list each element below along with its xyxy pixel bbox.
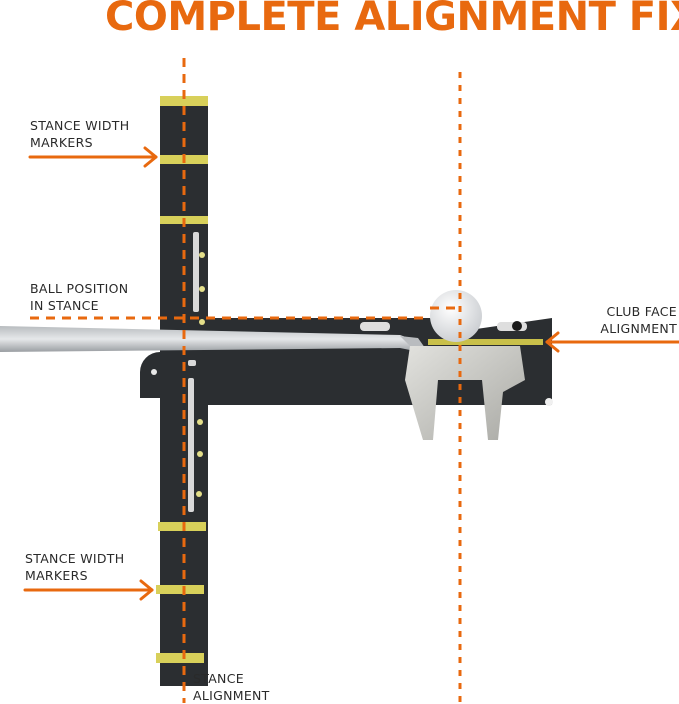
label-line: IN STANCE: [30, 298, 99, 313]
ball-position-label: BALL POSITION IN STANCE: [30, 280, 128, 314]
club-face-marker: [428, 339, 543, 345]
label-line: STANCE: [193, 671, 244, 686]
vertical-alignment-board: [140, 96, 208, 686]
stance-width-markers-label-bottom: STANCE WIDTH MARKERS: [25, 550, 124, 584]
pivot-hole-icon: [151, 369, 157, 375]
label-line: MARKERS: [25, 568, 88, 583]
stance-width-marker: [158, 522, 206, 531]
right-arrow-icon: [28, 146, 158, 168]
left-arrow-icon: [545, 331, 679, 353]
stance-alignment-label: STANCE ALIGNMENT: [193, 670, 270, 704]
label-line: STANCE WIDTH: [30, 118, 130, 133]
guide-lines: [30, 58, 462, 703]
label-line: STANCE WIDTH: [25, 551, 125, 566]
stance-width-markers-label-top: STANCE WIDTH MARKERS: [30, 117, 129, 151]
stance-width-marker: [160, 96, 208, 106]
stance-width-marker: [156, 585, 204, 594]
label-line: ALIGNMENT: [600, 321, 677, 336]
golf-ball: [430, 290, 482, 342]
label-line: BALL POSITION: [30, 281, 129, 296]
label-line: ALIGNMENT: [193, 688, 270, 703]
label-line: CLUB FACE: [606, 304, 677, 319]
club-face-alignment-label: CLUB FACE ALIGNMENT: [600, 303, 677, 337]
page-title: COMPLETE ALIGNMENT FIX: [105, 0, 679, 40]
label-line: MARKERS: [30, 135, 93, 150]
corner-hole-icon: [545, 398, 553, 406]
stance-width-marker: [156, 653, 204, 663]
right-arrow-icon: [23, 579, 154, 601]
